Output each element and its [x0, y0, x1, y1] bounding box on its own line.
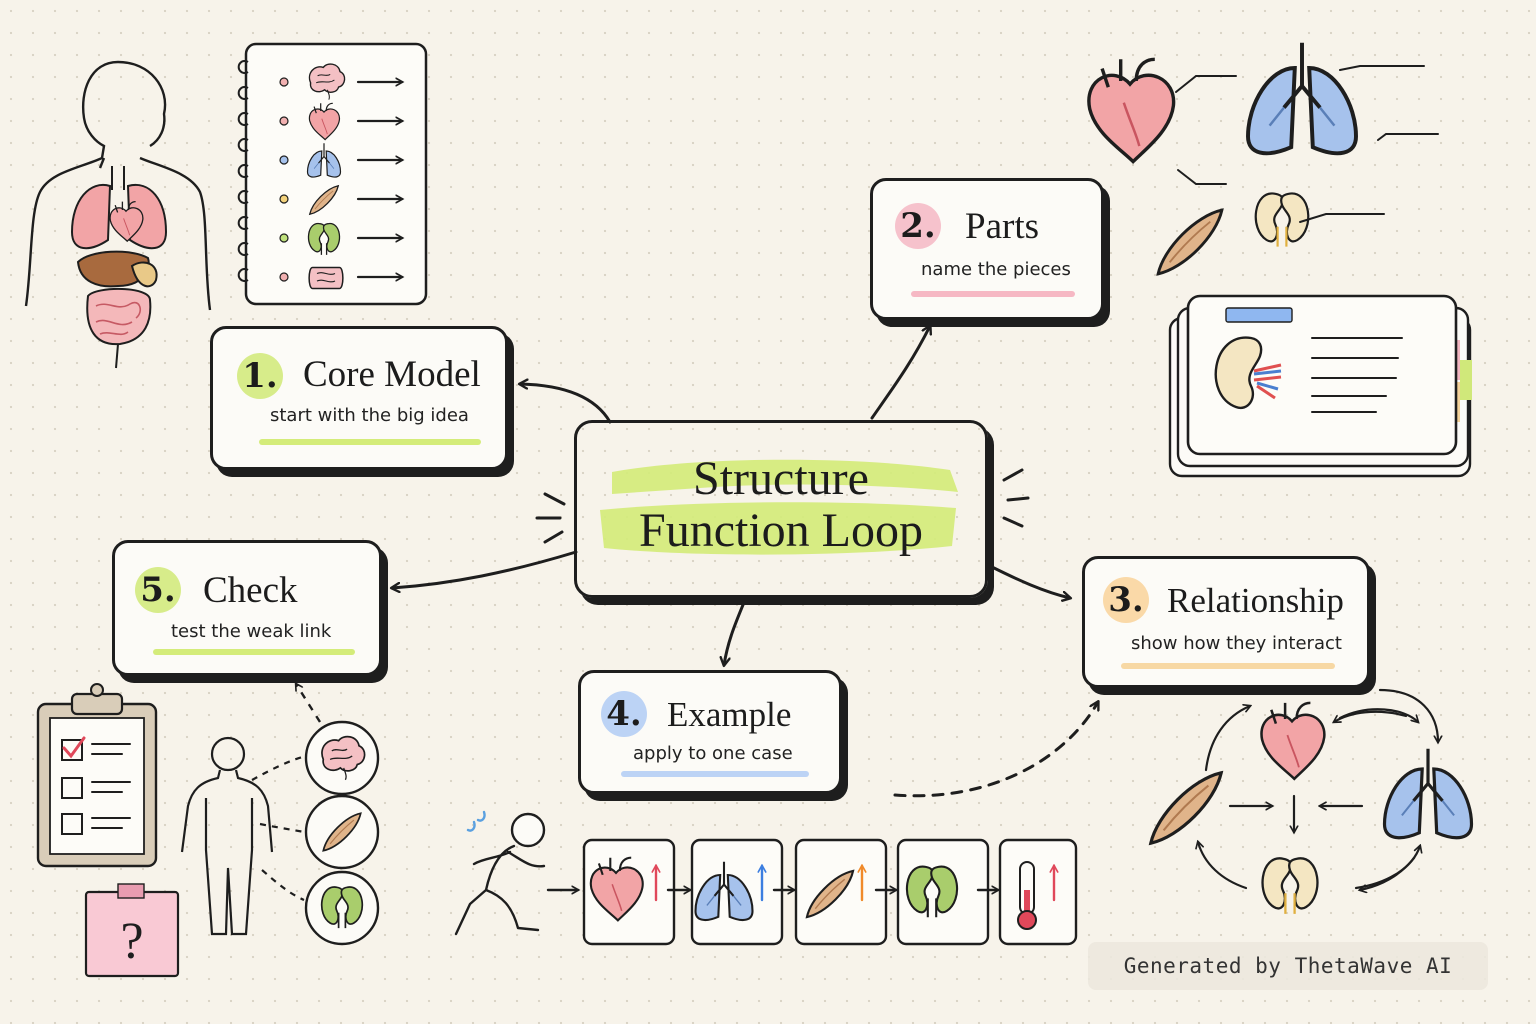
- person-icon: [180, 736, 274, 936]
- step-card-core-model[interactable]: 1. Core Model start with the big idea: [210, 326, 508, 470]
- heart-icon: [1260, 701, 1326, 781]
- example-chain: [546, 838, 1078, 946]
- step-subtitle: name the pieces: [921, 259, 1071, 280]
- footer-watermark: Generated by ThetaWave AI: [1088, 942, 1488, 990]
- question-mark: ?: [120, 913, 143, 970]
- step-title: Example: [667, 695, 792, 734]
- connector-arrows: [392, 326, 1098, 798]
- step-card-parts[interactable]: 2. Parts name the pieces: [870, 178, 1104, 320]
- center-highlight: [600, 459, 958, 555]
- center-burst-marks: [535, 468, 1030, 544]
- kidney-icon: [1254, 192, 1310, 248]
- step-title: Relationship: [1167, 581, 1344, 620]
- muscle-icon: [1149, 771, 1223, 845]
- arrow-to-example: [724, 598, 747, 665]
- step-number-badge: 5.: [135, 567, 181, 613]
- center-title-line2: Function Loop: [639, 504, 923, 557]
- flashcards-icon: [1168, 294, 1472, 478]
- organ-list-notebook: [237, 42, 428, 306]
- step-highlight: [1121, 663, 1335, 669]
- lungs-icon: [1246, 40, 1358, 156]
- body-organs-icon: [24, 60, 212, 369]
- labelled-organs-illustration: [1087, 40, 1439, 276]
- muscle-icon: [1156, 208, 1224, 276]
- step-card-relationship[interactable]: 3. Relationship show how they interact: [1082, 556, 1370, 688]
- arrow-to-relationship: [988, 564, 1070, 598]
- step-subtitle: apply to one case: [633, 743, 793, 764]
- step-subtitle: start with the big idea: [270, 405, 469, 426]
- step-highlight: [621, 771, 809, 777]
- heart-icon: [1087, 57, 1176, 164]
- arrow-to-core-model: [520, 384, 612, 424]
- step-number-badge: 3.: [1103, 577, 1149, 623]
- step-card-example[interactable]: 4. Example apply to one case: [578, 670, 842, 794]
- step-title: Check: [203, 570, 298, 611]
- center-title-line1: Structure: [693, 452, 869, 505]
- step-title: Core Model: [303, 354, 481, 395]
- arrow-to-parts: [870, 326, 930, 420]
- lungs-icon: [1382, 747, 1474, 840]
- step-number-badge: 1.: [237, 353, 283, 399]
- center-title: Structure Function Loop: [577, 453, 985, 557]
- runner-icon: [454, 810, 546, 936]
- step-highlight: [911, 291, 1075, 297]
- step-subtitle: show how they interact: [1131, 633, 1342, 654]
- arrow-to-check: [392, 550, 578, 588]
- step-highlight: [153, 649, 355, 655]
- step-number-badge: 2.: [895, 203, 941, 249]
- step-card-check[interactable]: 5. Check test the weak link: [112, 540, 382, 676]
- arrow-example-to-relationship: [893, 702, 1098, 798]
- thermometer-icon: [1017, 861, 1037, 930]
- kidney-icon: [1261, 857, 1319, 916]
- center-node[interactable]: Structure Function Loop: [574, 420, 988, 598]
- intestine-icon: [308, 266, 344, 290]
- step-subtitle: test the weak link: [171, 621, 332, 642]
- relationship-cycle: [1149, 688, 1474, 916]
- step-title: Parts: [965, 206, 1039, 247]
- step-number-badge: 4.: [601, 691, 647, 737]
- question-sticky-note: ?: [84, 883, 180, 978]
- clipboard-icon: [36, 683, 158, 868]
- step-highlight: [259, 439, 481, 445]
- check-weak-link-icons: [251, 684, 380, 946]
